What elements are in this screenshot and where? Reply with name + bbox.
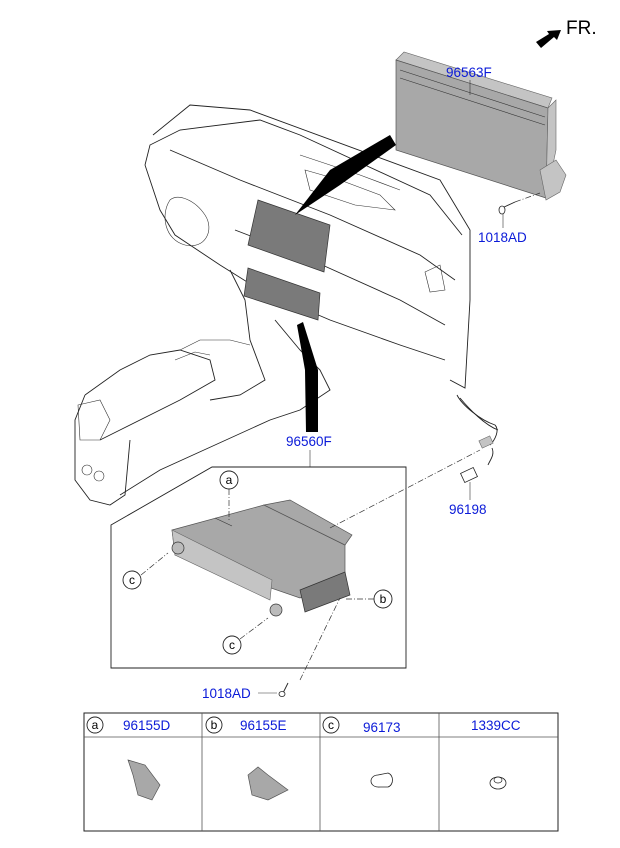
screw-upper-icon [498,192,541,215]
svg-text:a: a [226,473,233,487]
svg-text:1339CC: 1339CC [471,718,521,733]
leader-wedge-display [295,135,396,215]
cable-drawing [456,394,499,484]
bracket-a-icon [127,759,161,801]
screw-lower-icon [278,682,289,697]
svg-text:a: a [92,718,99,732]
head-unit-drawing [171,499,353,617]
display-unit-drawing [395,51,567,201]
leader-wedge-headunit [297,322,318,432]
legend-cell-c: c 96173 [322,716,401,788]
callout-a: a [219,470,239,520]
svg-text:c: c [229,638,235,652]
knob-cap-icon [370,772,393,788]
svg-text:c: c [328,718,334,732]
nut-icon [489,776,507,790]
legend-cell-b: b 96155E [205,716,289,801]
svg-text:b: b [211,718,218,732]
svg-text:96173: 96173 [363,720,401,735]
svg-text:96155D: 96155D [123,718,171,733]
front-arrow-icon [536,30,561,48]
legend-cell-a: a 96155D [86,716,171,801]
bracket-b-icon [247,766,289,801]
front-label: FR. [566,18,597,39]
svg-text:c: c [129,573,135,587]
svg-text:b: b [380,592,387,606]
center-display-drawing [243,199,331,321]
part-label-cable: 96198 [449,502,487,517]
detail-box [110,466,407,669]
svg-text:96155E: 96155E [240,718,287,733]
connector-line-cable [329,449,481,529]
part-label-display: 96563F [446,65,492,80]
part-label-screw-upper: 1018AD [478,230,527,245]
front-direction-indicator: FR. [536,18,597,48]
part-label-headunit: 96560F [286,434,332,449]
legend-table: a 96155D b 96155E c 96173 1339CC [83,712,559,832]
callout-c-left: c [122,552,169,590]
callout-c-bottom: c [222,617,269,655]
connector-line-screw [299,597,341,681]
part-label-screw-lower: 1018AD [202,686,251,701]
callout-b: b [345,589,393,609]
legend-cell-d: 1339CC [471,718,521,790]
